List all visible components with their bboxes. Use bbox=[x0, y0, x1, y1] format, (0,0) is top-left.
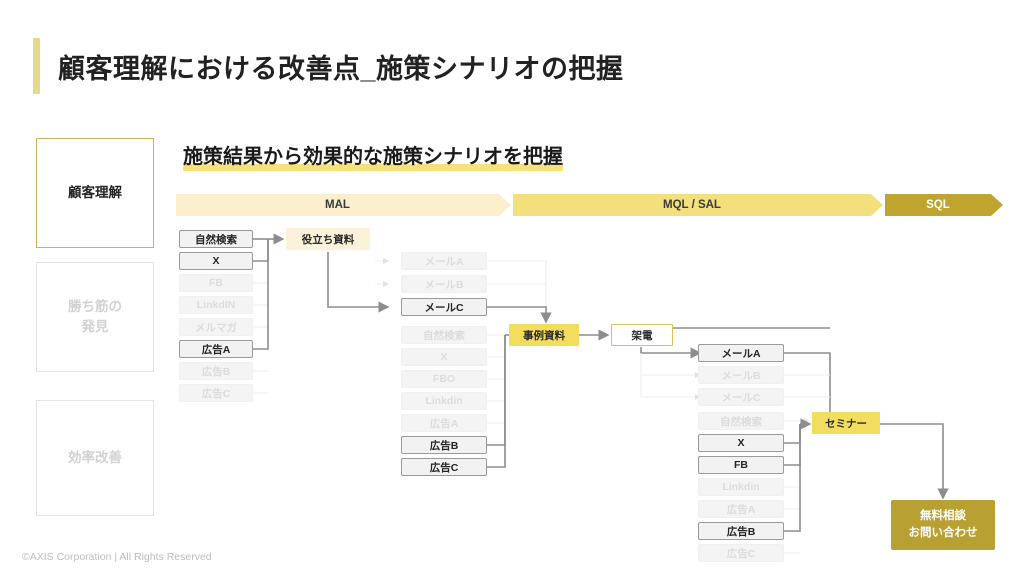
node-label: FBO bbox=[432, 373, 456, 385]
mail-pill-c-stage2[interactable]: メールC bbox=[401, 298, 487, 316]
node-label: X bbox=[212, 255, 220, 267]
node-label: 広告C bbox=[726, 547, 756, 560]
channel-pill-x[interactable]: X bbox=[179, 252, 253, 270]
node-label: 自然検索 bbox=[195, 233, 237, 246]
node-label: セミナー bbox=[825, 417, 867, 430]
mail-pill-b-stage2[interactable]: メールB bbox=[401, 275, 487, 293]
page-title: 顧客理解における改善点_施策シナリオの把握 bbox=[58, 53, 624, 84]
node-label: LinkdIN bbox=[196, 299, 236, 311]
node-label: 広告B bbox=[726, 525, 756, 538]
channel-pill-ad-b-stage2[interactable]: 広告B bbox=[401, 436, 487, 454]
sidebar-item-customer-understanding[interactable]: 顧客理解 bbox=[36, 138, 154, 248]
channel-pill-x-stage2[interactable]: X bbox=[401, 348, 487, 366]
cta-label-line1: 無料相談 bbox=[920, 509, 966, 522]
sidebar-item-label: 勝ち筋の 発見 bbox=[68, 297, 122, 336]
node-label: X bbox=[737, 437, 745, 449]
channel-pill-organic-search-stage3[interactable]: 自然検索 bbox=[698, 412, 784, 430]
offer-case-study[interactable]: 事例資料 bbox=[509, 324, 579, 346]
node-label: 広告C bbox=[201, 387, 231, 400]
node-label: Linkdin bbox=[425, 395, 463, 407]
sidebar-item-label-line1: 勝ち筋の bbox=[68, 299, 122, 315]
node-label: X bbox=[440, 351, 448, 363]
sidebar-item-label-line2: 発見 bbox=[81, 319, 109, 334]
node-label: 広告A bbox=[726, 503, 756, 516]
channel-pill-fbo-stage2[interactable]: FBO bbox=[401, 370, 487, 388]
sidebar-item-winning-path[interactable]: 勝ち筋の 発見 bbox=[36, 262, 154, 372]
title-bar: 顧客理解における改善点_施策シナリオの把握 bbox=[33, 38, 624, 94]
node-label: メールB bbox=[721, 369, 761, 382]
stage-label: MAL bbox=[325, 199, 350, 211]
cta-free-consultation[interactable]: 無料相談 お問い合わせ bbox=[891, 500, 995, 550]
channel-pill-ad-c-stage2[interactable]: 広告C bbox=[401, 458, 487, 476]
mail-pill-c-stage3[interactable]: メールC bbox=[698, 388, 784, 406]
channel-pill-ad-a-stage3[interactable]: 広告A bbox=[698, 500, 784, 518]
node-label: 役立ち資料 bbox=[301, 233, 355, 246]
channel-pill-ad-a-stage2[interactable]: 広告A bbox=[401, 414, 487, 432]
node-label: 広告B bbox=[429, 439, 459, 452]
stage-band-mql-sal: MQL / SAL bbox=[513, 194, 883, 216]
section-subtitle: 施策結果から効果的な施策シナリオを把握 bbox=[183, 140, 563, 171]
node-label: 広告C bbox=[429, 461, 459, 474]
stage-label: SQL bbox=[926, 199, 950, 211]
channel-pill-ad-a[interactable]: 広告A bbox=[179, 340, 253, 358]
node-label: メールB bbox=[424, 278, 464, 291]
channel-pill-ad-c[interactable]: 広告C bbox=[179, 384, 253, 402]
channel-pill-ad-b[interactable]: 広告B bbox=[179, 362, 253, 380]
sidebar-item-label: 効率改善 bbox=[68, 450, 122, 466]
channel-pill-mailmagazine[interactable]: メルマガ bbox=[179, 318, 253, 336]
offer-phone-call[interactable]: 架電 bbox=[611, 324, 673, 346]
node-label: メールC bbox=[721, 391, 761, 404]
mail-pill-a-stage3[interactable]: メールA bbox=[698, 344, 784, 362]
node-label: 広告A bbox=[201, 343, 231, 356]
offer-seminar[interactable]: セミナー bbox=[812, 412, 880, 434]
sidebar-item-efficiency[interactable]: 効率改善 bbox=[36, 400, 154, 516]
channel-pill-fb[interactable]: FB bbox=[179, 274, 253, 292]
channel-pill-x-stage3[interactable]: X bbox=[698, 434, 784, 452]
stage-band-sql: SQL bbox=[885, 194, 1003, 216]
channel-pill-linkedin[interactable]: LinkdIN bbox=[179, 296, 253, 314]
mail-pill-a-stage2[interactable]: メールA bbox=[401, 252, 487, 270]
node-label: Linkdin bbox=[722, 481, 760, 493]
node-label: 自然検索 bbox=[720, 415, 762, 428]
footer-copyright: ©AXIS Corporation | All Rights Reserved bbox=[22, 551, 212, 563]
channel-pill-linkedin-stage2[interactable]: Linkdin bbox=[401, 392, 487, 410]
channel-pill-linkedin-stage3[interactable]: Linkdin bbox=[698, 478, 784, 496]
sidebar-item-label: 顧客理解 bbox=[68, 185, 122, 201]
node-label: 事例資料 bbox=[523, 329, 565, 342]
channel-pill-ad-c-stage3[interactable]: 広告C bbox=[698, 544, 784, 562]
channel-pill-organic-search[interactable]: 自然検索 bbox=[179, 230, 253, 248]
channel-pill-organic-search-stage2[interactable]: 自然検索 bbox=[401, 326, 487, 344]
mail-pill-b-stage3[interactable]: メールB bbox=[698, 366, 784, 384]
node-label: メルマガ bbox=[195, 321, 237, 334]
stage-band-mal: MAL bbox=[176, 194, 511, 216]
node-label: FB bbox=[734, 459, 748, 471]
title-accent-bar bbox=[33, 38, 40, 94]
node-label: FB bbox=[209, 277, 223, 289]
node-label: 自然検索 bbox=[423, 329, 465, 342]
node-label: メールA bbox=[721, 347, 761, 360]
cta-label-line2: お問い合わせ bbox=[908, 527, 978, 539]
node-label: 広告A bbox=[429, 417, 459, 430]
node-label: 広告B bbox=[201, 365, 231, 378]
node-label: メールA bbox=[424, 255, 464, 268]
node-label: 架電 bbox=[631, 329, 653, 342]
stage-label: MQL / SAL bbox=[663, 199, 721, 211]
channel-pill-fb-stage3[interactable]: FB bbox=[698, 456, 784, 474]
channel-pill-ad-b-stage3[interactable]: 広告B bbox=[698, 522, 784, 540]
offer-useful-material[interactable]: 役立ち資料 bbox=[286, 228, 370, 250]
node-label: メールC bbox=[424, 301, 464, 314]
